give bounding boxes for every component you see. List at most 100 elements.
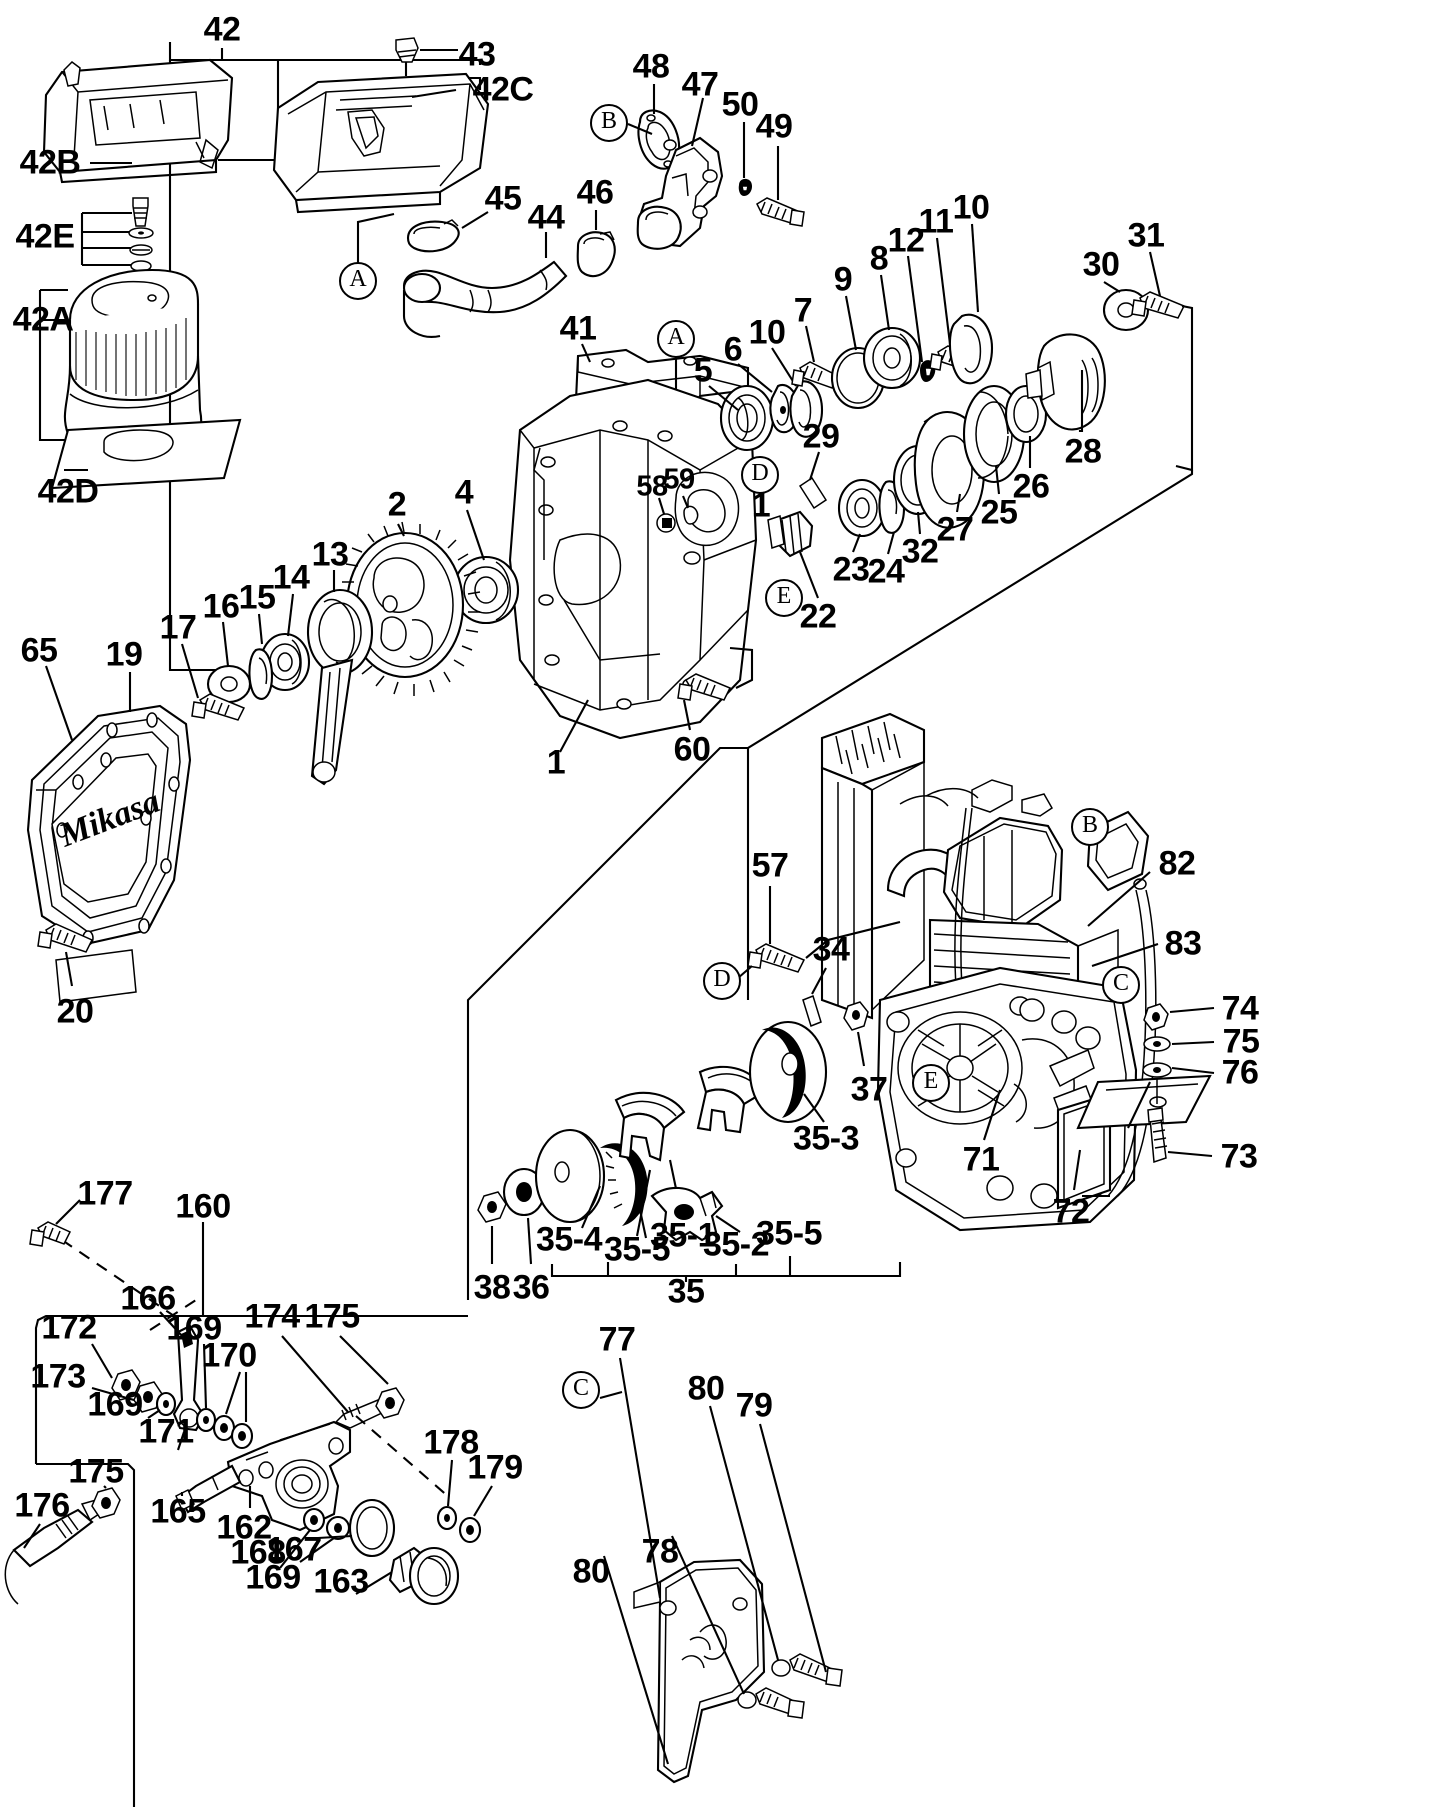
part-35-1-clutch-shoe-a	[614, 1091, 686, 1162]
callout-35-5: 35-5	[755, 1214, 823, 1253]
callout-59: 59	[663, 463, 695, 496]
part-42d-base-plate	[50, 418, 242, 490]
section-marker-e: E	[765, 579, 803, 617]
callout-36: 36	[512, 1268, 550, 1307]
callout-80: 80	[572, 1552, 610, 1591]
callout-32: 32	[901, 532, 939, 571]
part-26-bearing	[1004, 384, 1048, 444]
part-169-washer-a	[155, 1391, 177, 1417]
part-35-2-clutch-shoe-b	[650, 1186, 724, 1242]
callout-16: 16	[202, 587, 240, 626]
part-10-snap-ring-a	[789, 380, 824, 438]
part-167-oring	[348, 1498, 396, 1558]
part-172-nut	[111, 1369, 141, 1401]
callout-37: 37	[850, 1070, 888, 1109]
callout-58: 58	[636, 470, 668, 503]
callout-50: 50	[721, 85, 759, 124]
callout-41: 41	[559, 309, 597, 348]
callout-178: 178	[423, 1423, 479, 1462]
part-23-bearing	[837, 478, 887, 538]
callout-35: 35	[667, 1272, 705, 1311]
part-177-screw	[29, 1221, 72, 1247]
part-44-intake-hose	[402, 260, 568, 338]
callout-35-5: 35-5	[603, 1230, 671, 1269]
part-58-59-pin-clip	[656, 495, 699, 533]
callout-177: 177	[77, 1174, 133, 1213]
part-10-snap-ring-b	[948, 313, 994, 385]
part-42a-air-filter-element	[38, 268, 203, 463]
part-77-bracket	[633, 1558, 766, 1784]
section-marker-d: D	[703, 962, 741, 1000]
callout-169: 169	[87, 1385, 143, 1424]
callout-173: 173	[30, 1357, 86, 1396]
callout-160: 160	[175, 1187, 231, 1226]
part-35-3-clutch-plate	[748, 1020, 828, 1124]
callout-42B: 42B	[19, 143, 81, 182]
callout-48: 48	[632, 47, 670, 86]
callout-24: 24	[867, 552, 905, 591]
callout-165: 165	[150, 1492, 206, 1531]
callout-30: 30	[1082, 245, 1120, 284]
callout-5: 5	[693, 351, 713, 390]
callout-7: 7	[793, 291, 813, 330]
callout-23: 23	[832, 550, 870, 589]
callout-168: 168	[230, 1533, 286, 1572]
part-50-clip	[738, 178, 753, 196]
part-29-key	[798, 476, 828, 510]
callout-35-3: 35-3	[792, 1119, 860, 1158]
callout-43: 43	[458, 35, 496, 74]
callout-175: 175	[304, 1297, 360, 1336]
part-38-nut	[477, 1191, 507, 1223]
part-28-flywheel-hub	[1025, 333, 1106, 431]
part-165-shaft	[175, 1464, 242, 1514]
part-47-intake-manifold	[636, 136, 724, 250]
part-13-connecting-rod	[306, 588, 374, 786]
callout-38: 38	[473, 1268, 511, 1307]
part-166-link	[172, 1324, 206, 1432]
callout-175: 175	[68, 1452, 124, 1491]
callout-80: 80	[687, 1369, 725, 1408]
callout-35-4: 35-4	[535, 1220, 603, 1259]
part-168-washer	[302, 1507, 326, 1533]
section-marker-c: C	[1102, 966, 1140, 1004]
callout-174: 174	[244, 1297, 300, 1336]
callout-15: 15	[238, 578, 276, 617]
callout-27: 27	[936, 510, 974, 549]
part-35-5-spring-ring-b	[696, 1065, 766, 1134]
callout-60: 60	[673, 730, 711, 769]
parts-78-79-80-fasteners	[737, 1653, 843, 1719]
part-17-bolt	[191, 693, 246, 721]
callout-163: 163	[313, 1562, 369, 1601]
callout-8: 8	[869, 239, 889, 278]
section-marker-a: A	[339, 262, 377, 300]
callout-79: 79	[735, 1386, 773, 1425]
section-marker-e: E	[912, 1064, 950, 1102]
callout-176: 176	[14, 1486, 70, 1525]
part-35-5-spring-ring-a	[600, 1143, 648, 1226]
part-170-washers	[212, 1414, 254, 1450]
callout-42A: 42A	[12, 300, 74, 339]
callout-14: 14	[272, 558, 310, 597]
callout-73: 73	[1220, 1137, 1258, 1176]
callout-17: 17	[159, 608, 197, 647]
callout-46: 46	[576, 173, 614, 212]
section-marker-d: D	[741, 456, 779, 494]
callout-45: 45	[484, 179, 522, 218]
callout-162: 162	[216, 1508, 272, 1547]
callout-12: 12	[887, 221, 925, 260]
callout-34: 34	[812, 930, 850, 969]
callout-76: 76	[1221, 1053, 1259, 1092]
part-42e-screw-washers	[80, 197, 154, 272]
section-marker-b: B	[590, 104, 628, 142]
callout-42D: 42D	[37, 472, 99, 511]
callout-49: 49	[755, 107, 793, 146]
callout-42: 42	[203, 10, 241, 49]
callout-57: 57	[751, 846, 789, 885]
callout-28: 28	[1064, 432, 1102, 471]
callout-78: 78	[641, 1532, 679, 1571]
callout-10: 10	[952, 188, 990, 227]
section-marker-a: A	[657, 320, 695, 358]
callout-22: 22	[799, 597, 837, 636]
callout-167: 167	[266, 1530, 322, 1569]
